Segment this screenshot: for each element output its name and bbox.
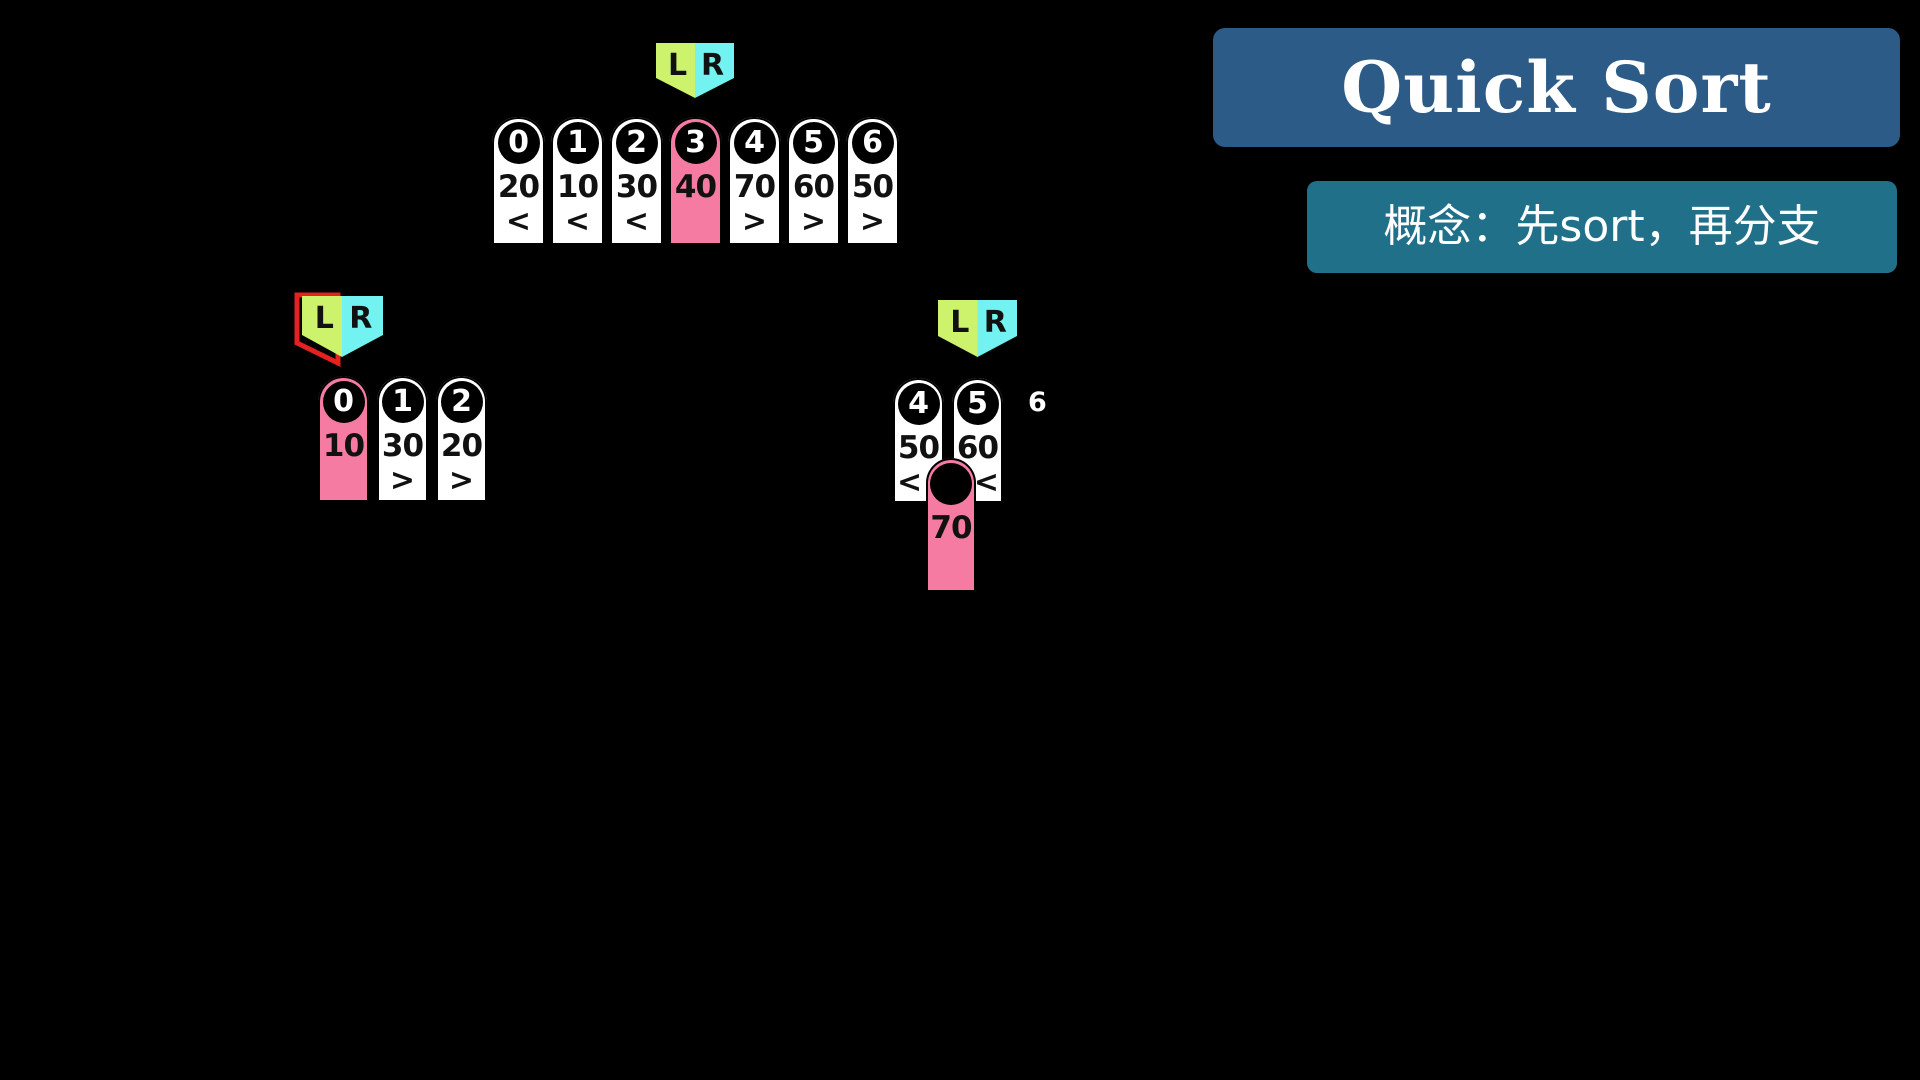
- comparison-sign: >: [389, 463, 416, 498]
- card-value: 40: [674, 169, 717, 205]
- right-pointer-label: R: [700, 48, 725, 83]
- array-card: 4 70 >: [728, 117, 781, 245]
- array-card: 5 60 >: [787, 117, 840, 245]
- array-card: 6 50 >: [846, 117, 899, 245]
- card-value: 70: [733, 169, 776, 205]
- comparison-sign: >: [859, 204, 886, 239]
- index-badge: 4: [733, 122, 776, 164]
- index-badge: 5: [956, 383, 999, 425]
- array-card: 1 30 >: [377, 376, 428, 502]
- right-pointer-label: R: [349, 301, 373, 336]
- card-value: 60: [792, 169, 835, 205]
- index-badge: 2: [615, 122, 658, 164]
- comparison-sign: <: [505, 204, 532, 239]
- pointer-shield-icon: [656, 43, 734, 98]
- array-card: 0 20 <: [492, 117, 545, 245]
- card-value: 10: [322, 428, 365, 464]
- comparison-sign: <: [897, 465, 923, 500]
- lr-pointer-marker-right-branch: L R: [938, 300, 1017, 357]
- lr-pointer-marker-left-branch: L R: [294, 292, 383, 368]
- concept-banner: 概念：先sort，再分支: [1307, 181, 1897, 273]
- index-badge: 2: [440, 381, 483, 423]
- right-pointer-label: R: [983, 305, 1007, 340]
- moving-pivot-card: 70: [926, 458, 976, 592]
- left-pointer-label: L: [667, 48, 688, 83]
- concept-text: 概念：先sort，再分支: [1383, 201, 1821, 252]
- card-value: 20: [497, 169, 540, 205]
- left-pointer-label: L: [950, 305, 970, 340]
- card-value: 60: [956, 430, 999, 466]
- pointer-shield-icon: [938, 300, 1017, 357]
- comparison-sign: >: [800, 204, 827, 239]
- index-badge: 0: [497, 122, 540, 164]
- lr-pointer-marker-top: L R: [656, 43, 734, 98]
- pivot-card: 0 10: [318, 376, 369, 502]
- card-value: 10: [556, 169, 599, 205]
- index-badge: 1: [556, 122, 599, 164]
- array-card: 1 10 <: [551, 117, 604, 245]
- card-value: 70: [930, 510, 972, 546]
- array-card: 2 20 >: [436, 376, 487, 502]
- card-value: 20: [440, 428, 483, 464]
- index-badge: 1: [381, 381, 424, 423]
- card-value: 50: [851, 169, 894, 205]
- index-badge: 3: [674, 122, 717, 164]
- index-badge: 5: [792, 122, 835, 164]
- comparison-sign: <: [973, 465, 999, 500]
- array-card: 2 30 <: [610, 117, 663, 245]
- card-value: 50: [897, 430, 940, 466]
- pointer-shield-icon: [294, 292, 383, 368]
- title-banner: Quick Sort: [1213, 28, 1900, 147]
- trailing-index-label: 6: [1028, 387, 1047, 418]
- index-badge: 0: [322, 381, 365, 423]
- card-value: 30: [381, 428, 424, 464]
- comparison-sign: <: [564, 204, 591, 239]
- comparison-sign: >: [741, 204, 768, 239]
- index-badge: 4: [897, 383, 940, 425]
- comparison-sign: <: [623, 204, 650, 239]
- comparison-sign: >: [448, 463, 475, 498]
- left-pointer-label: L: [314, 301, 334, 336]
- page-title: Quick Sort: [1341, 45, 1772, 129]
- pivot-card: 3 40: [669, 117, 722, 245]
- index-badge: 6: [851, 122, 894, 164]
- index-badge: [930, 463, 972, 505]
- card-value: 30: [615, 169, 658, 205]
